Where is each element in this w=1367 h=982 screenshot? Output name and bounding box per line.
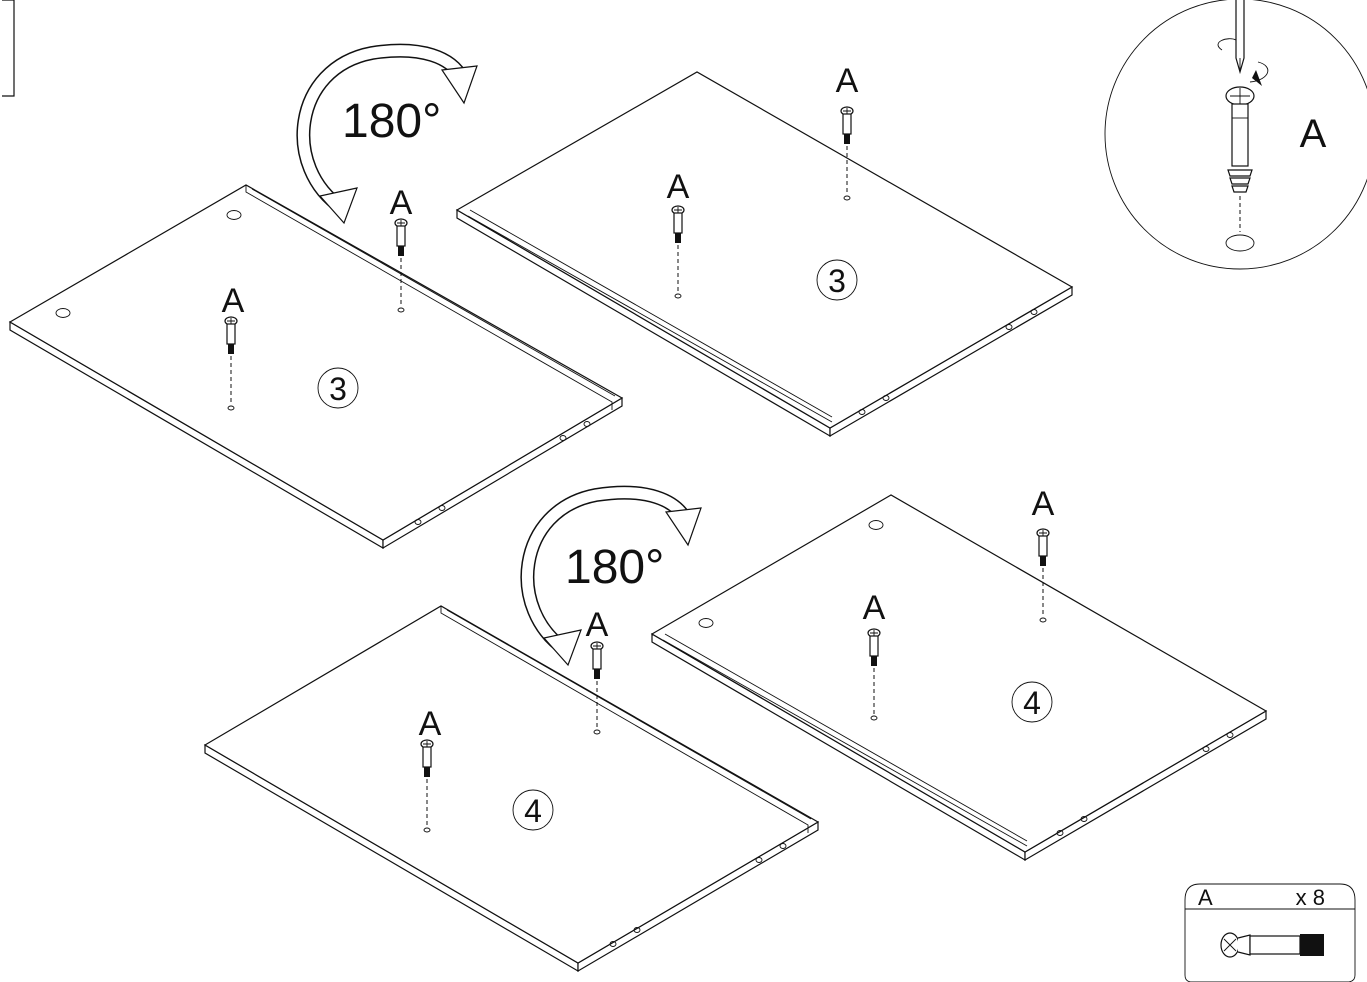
dowel-a-7: A [1032,485,1055,623]
cam-dowel-icon [1220,932,1324,958]
dowel-a-4: A [667,168,690,299]
panel-4-left: A A 4 [203,605,820,973]
dowel-a-2: A [222,282,245,411]
panel-number-circle [816,259,858,301]
dowel-a-1: A [390,184,413,313]
parts-box-quantity: x 8 [1296,885,1325,910]
rotation-label: 180° [565,541,664,594]
part-label-a: A [836,62,859,100]
parts-box-label: A [1198,885,1213,910]
detail-view: A [1104,0,1367,270]
part-label-a: A [863,589,886,627]
dowel-a-5: A [586,606,609,735]
panel-number-circle [317,367,359,409]
parts-box: A x 8 [1184,883,1356,982]
panel-number: 3 [329,371,347,407]
panel-3-left: A A 3 [8,184,624,550]
dowel-a-8: A [863,589,886,721]
panel-3-right: A A 3 [455,62,1074,438]
detail-label: A [1300,112,1327,156]
dowel-a-3: A [836,62,859,201]
part-label-a: A [419,705,442,743]
panel-number: 3 [828,263,846,299]
page-corner-mark [2,0,15,97]
panel-4-right: A A 4 [650,485,1268,862]
panel-number-circle [512,789,554,831]
panel-number: 4 [524,793,542,829]
part-label-a: A [222,282,245,320]
part-label-a: A [586,606,609,644]
part-label-a: A [390,184,413,222]
panel-number: 4 [1023,685,1041,721]
dowel-a-6: A [419,705,442,833]
rotation-label: 180° [342,95,441,148]
panel-number-circle [1011,681,1053,723]
part-label-a: A [1032,485,1055,523]
part-label-a: A [667,168,690,206]
